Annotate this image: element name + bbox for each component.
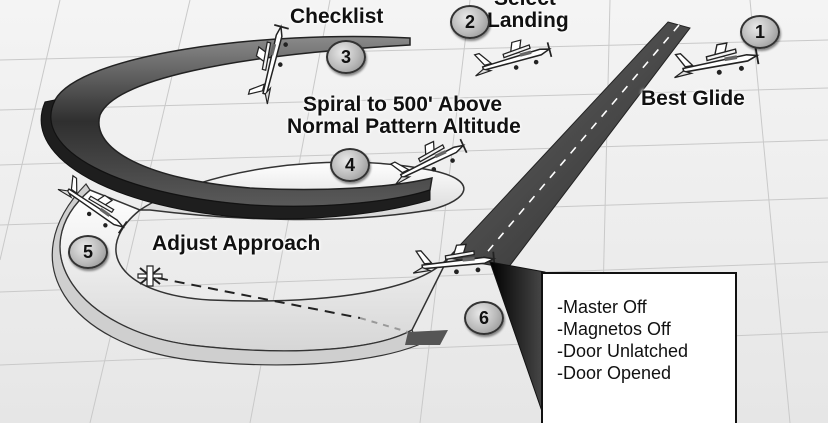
checklist-item: -Master Off: [557, 297, 647, 317]
airplane-icon-best-glide: [669, 37, 761, 84]
step-badge-1: 1: [740, 15, 780, 49]
label-spiral-line2: Normal Pattern Altitude: [287, 115, 521, 138]
pattern-ribbon-upper: [40, 35, 433, 220]
checklist-item: -Door Unlatched: [557, 341, 689, 361]
checklist-box: -Master Off -Magnetos Off -Door Unlatche…: [541, 272, 737, 423]
label-select-landing-line2: Landing: [487, 9, 569, 32]
checklist-item: -Door Opened: [557, 363, 672, 383]
step-badge-2: 2: [450, 5, 490, 39]
step-badge-6: 6: [464, 301, 504, 335]
ground-track: [157, 277, 409, 333]
step-badge-3: 3: [326, 40, 366, 74]
airplane-icon-checklist: [244, 21, 293, 107]
label-adjust-approach: Adjust Approach: [152, 232, 321, 255]
callout-pointer: [489, 261, 546, 421]
airplane-icon-select-landing: [468, 32, 554, 82]
step-badge-4: 4: [330, 148, 370, 182]
threshold-shadow: [405, 330, 448, 345]
wind-tee-icon: [137, 265, 163, 287]
label-select-landing-line1: Select: [494, 0, 556, 9]
label-checklist: Checklist: [290, 5, 384, 28]
step-badge-5: 5: [68, 235, 108, 269]
label-spiral-line1: Spiral to 500' Above: [303, 93, 503, 116]
checklist-item: -Magnetos Off: [557, 319, 671, 339]
label-best-glide: Best Glide: [641, 87, 745, 110]
